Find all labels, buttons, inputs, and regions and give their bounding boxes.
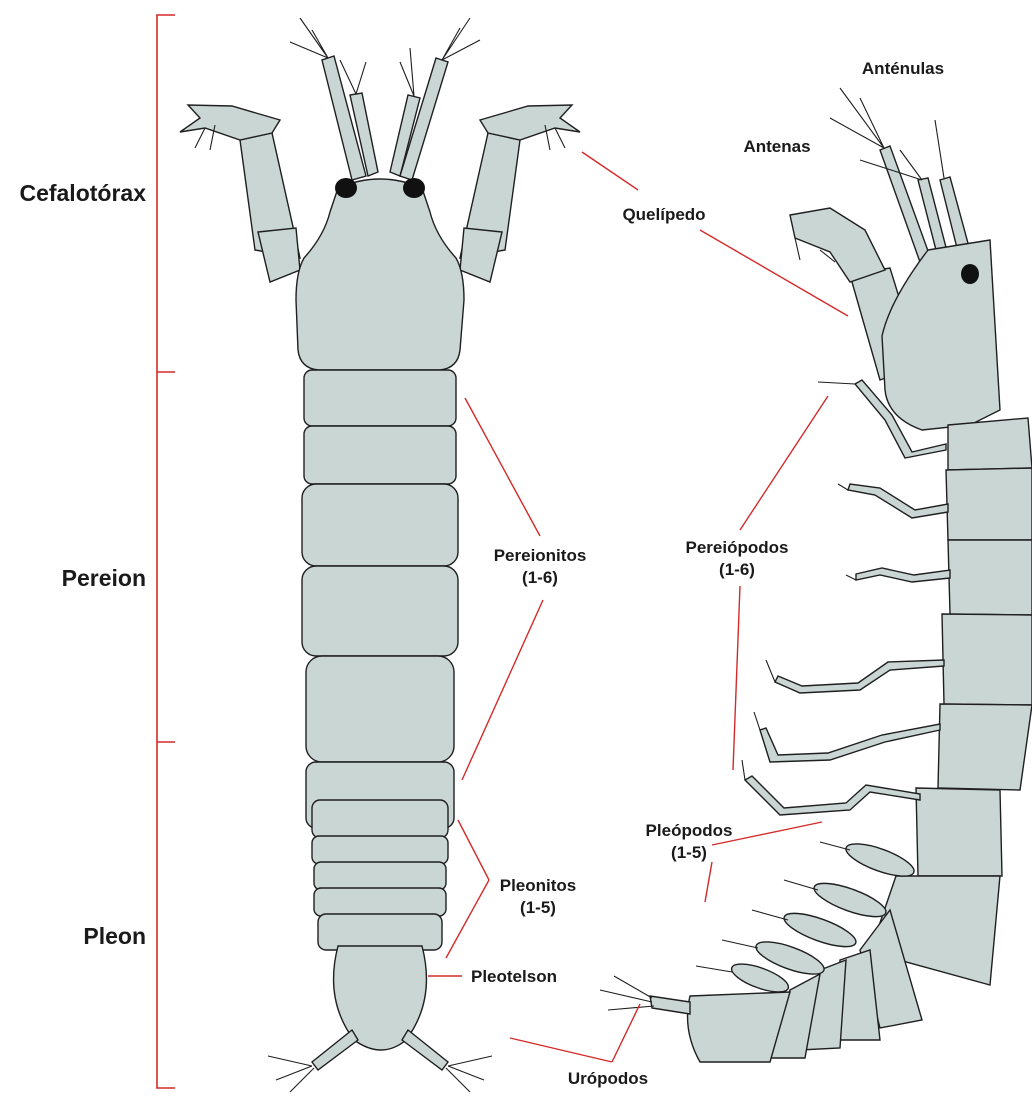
lateral-pereionites bbox=[916, 418, 1032, 876]
section-label-pereion: Pereion bbox=[62, 565, 146, 591]
label-pleotelson: Pleotelson bbox=[471, 967, 557, 986]
label-pereiopods: Pereiópodos bbox=[686, 538, 789, 557]
label-pereionites: Pereionitos bbox=[494, 546, 587, 565]
lateral-cephalothorax bbox=[882, 240, 1000, 430]
lateral-eye bbox=[961, 264, 979, 284]
lateral-view bbox=[600, 88, 1032, 1062]
dorsal-cephalothorax bbox=[296, 179, 464, 370]
label-pleonites: Pleonitos bbox=[500, 876, 577, 895]
lateral-pereiopods bbox=[742, 380, 950, 815]
label-uropods: Urópodos bbox=[568, 1069, 648, 1088]
dorsal-eye-right bbox=[403, 178, 425, 198]
label-pereiopods-range: (1-6) bbox=[719, 560, 755, 579]
label-antennae: Antenas bbox=[743, 137, 810, 156]
label-pleopods-range: (1-5) bbox=[671, 843, 707, 862]
leader-lines bbox=[428, 152, 848, 1062]
dorsal-pleonites bbox=[312, 800, 448, 950]
dorsal-antennae bbox=[290, 18, 480, 180]
lateral-uropod bbox=[600, 976, 690, 1014]
section-bracket bbox=[157, 15, 175, 1088]
section-label-cephalothorax: Cefalotórax bbox=[19, 180, 146, 206]
dorsal-eye-left bbox=[335, 178, 357, 198]
label-pleonites-range: (1-5) bbox=[520, 898, 556, 917]
dorsal-pereionites bbox=[302, 370, 458, 828]
label-pleopods: Pleópodos bbox=[646, 821, 733, 840]
dorsal-cheliped-right bbox=[460, 105, 580, 282]
label-pereionites-range: (1-6) bbox=[522, 568, 558, 587]
label-antennules: Anténulas bbox=[862, 59, 944, 78]
dorsal-cheliped-left bbox=[180, 105, 300, 282]
section-label-pleon: Pleon bbox=[83, 923, 146, 949]
label-cheliped: Quelípedo bbox=[622, 205, 705, 224]
